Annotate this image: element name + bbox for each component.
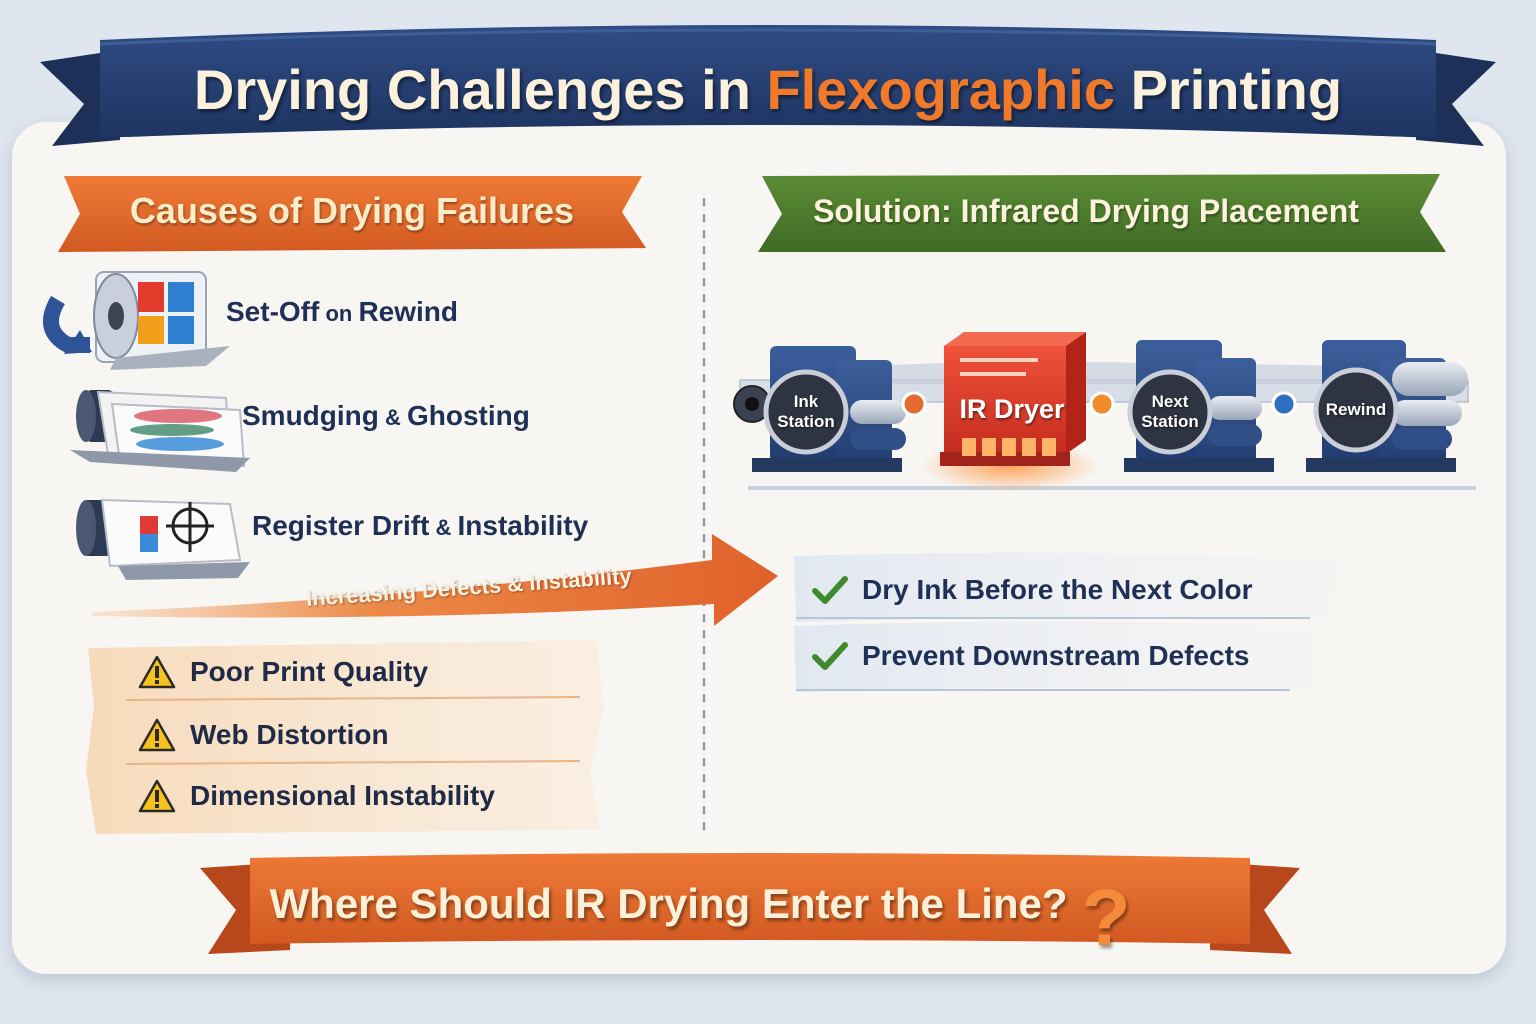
question-ribbon xyxy=(200,853,1300,954)
increasing-defects-arrow[interactable] xyxy=(92,534,778,626)
station-line1: Ink xyxy=(793,392,819,411)
warning-icon xyxy=(138,655,176,689)
solution-ribbon xyxy=(758,174,1446,252)
solution-item: Prevent Downstream Defects xyxy=(812,628,1249,684)
station-line2: Station xyxy=(777,412,835,431)
rewind-station xyxy=(1306,340,1468,472)
solution-label: Dry Ink Before the Next Color xyxy=(862,574,1253,605)
defect-item: Dimensional Instability xyxy=(138,770,495,822)
check-icon xyxy=(812,642,848,670)
rewind-station-label: Rewind xyxy=(1322,386,1390,434)
cause-main: Register Drift xyxy=(252,510,430,541)
warning-icon xyxy=(138,718,176,752)
ink-station xyxy=(733,346,906,472)
cause-item-register-drift: Register Drift & Instability xyxy=(252,510,588,542)
cause-item-smudging: Smudging & Ghosting xyxy=(242,400,530,432)
cause-main: Smudging xyxy=(242,400,379,431)
cause-joiner: on xyxy=(319,301,359,326)
solutions-panel xyxy=(794,552,1340,692)
station-line1: Next xyxy=(1151,392,1189,411)
register-target-icon xyxy=(76,498,250,580)
station-line2: Station xyxy=(1141,412,1199,431)
ir-dryer-label: IR Dryer xyxy=(959,393,1065,424)
connector-dot xyxy=(1271,391,1297,417)
title-ribbon xyxy=(40,25,1496,146)
cause-joiner: & xyxy=(429,515,458,540)
cause-main: Ghosting xyxy=(407,400,530,431)
next-station xyxy=(1124,340,1274,472)
defect-item: Web Distortion xyxy=(138,709,389,761)
cause-item-set-off: Set-Off on Rewind xyxy=(226,296,458,328)
defect-item: Poor Print Quality xyxy=(138,646,428,698)
cause-main: Rewind xyxy=(358,296,458,327)
warning-icon xyxy=(138,779,176,813)
press-line-diagram xyxy=(733,332,1476,492)
solution-label: Prevent Downstream Defects xyxy=(862,640,1250,671)
connector-dot xyxy=(901,391,927,417)
title-accent: Flexographic xyxy=(766,57,1115,121)
question-banner: Where Should IR Drying Enter the Line? ? xyxy=(200,858,1200,958)
cause-joiner: & xyxy=(378,405,407,430)
ir-dryer xyxy=(920,332,1100,492)
solution-item: Dry Ink Before the Next Color xyxy=(812,562,1253,618)
defect-label: Dimensional Instability xyxy=(190,780,495,811)
connector-dot xyxy=(1089,391,1115,417)
title-prefix: Drying Challenges in xyxy=(193,57,751,121)
title-suffix: Printing xyxy=(1130,57,1343,121)
causes-heading: Causes of Drying Failures xyxy=(129,190,575,231)
defect-label: Web Distortion xyxy=(190,719,389,750)
question-text: Where Should IR Drying Enter the Line? xyxy=(269,880,1068,927)
defect-label: Poor Print Quality xyxy=(190,656,429,687)
smudge-roll-icon xyxy=(70,390,250,472)
station-line1: Rewind xyxy=(1325,400,1387,419)
causes-ribbon xyxy=(58,176,646,252)
defects-panel xyxy=(86,640,604,834)
page-title: Drying Challenges in Flexographic Printi… xyxy=(0,44,1536,134)
cause-main: Set-Off xyxy=(226,296,320,327)
check-icon xyxy=(812,576,848,604)
solution-heading: Solution: Infrared Drying Placement xyxy=(813,192,1359,229)
rewind-roll-icon xyxy=(43,271,230,370)
cause-main: Instability xyxy=(457,510,589,541)
question-mark-icon: ? xyxy=(1081,873,1131,962)
